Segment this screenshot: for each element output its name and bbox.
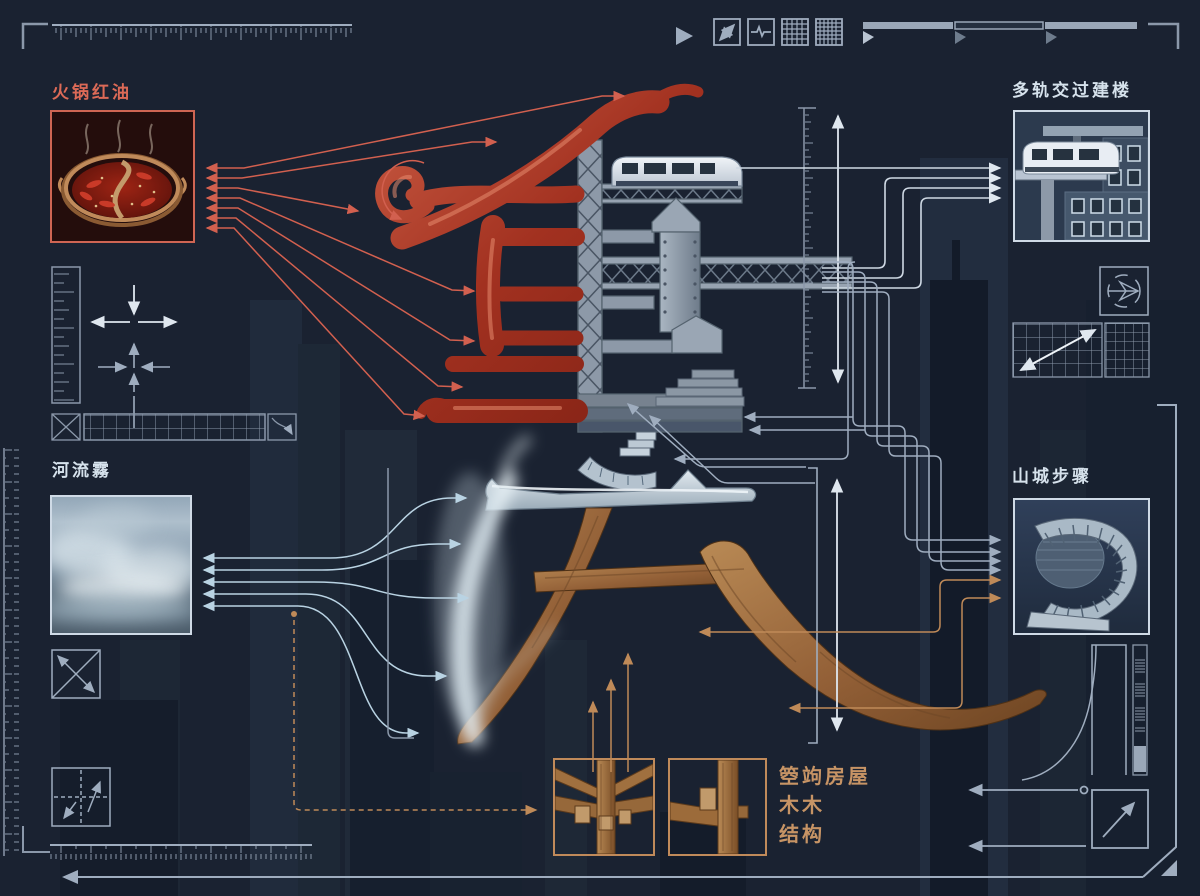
river-fog-label: 河流霧 bbox=[52, 461, 112, 481]
timeline-segment-1[interactable] bbox=[863, 22, 953, 29]
dense-grid-box-icon[interactable] bbox=[815, 18, 843, 46]
timeline-marker-1[interactable] bbox=[863, 31, 874, 44]
river-fog-image bbox=[50, 495, 192, 635]
timeline-segment-2[interactable] bbox=[954, 21, 1044, 30]
plane-compass-box bbox=[1099, 266, 1149, 316]
hotpot-label: 火锅红油 bbox=[52, 83, 132, 103]
play-icon[interactable] bbox=[676, 27, 693, 45]
corner-bracket-top-right bbox=[1148, 22, 1180, 49]
spiral-steps-illustration bbox=[1015, 500, 1148, 633]
timeline-scrubber[interactable] bbox=[863, 21, 1137, 44]
corner-triangle bbox=[1161, 860, 1177, 876]
corner-bracket-top-left bbox=[21, 22, 48, 49]
joinery-label-line1: 箜竘房屋 bbox=[779, 764, 871, 788]
joinery-image-a bbox=[553, 758, 655, 856]
signal-line-box-icon[interactable] bbox=[747, 18, 775, 46]
monorail-label: 多轨交过建楼 bbox=[1012, 81, 1132, 101]
resize-arrow-box-icon[interactable] bbox=[713, 18, 741, 46]
toolbar bbox=[676, 18, 1137, 46]
fog-connector-lines bbox=[202, 492, 470, 739]
hotpot-image bbox=[50, 110, 195, 243]
mortise-tenon-joint-b bbox=[670, 760, 749, 854]
transform-dashed-box bbox=[51, 767, 111, 827]
monorail-image bbox=[1013, 110, 1150, 242]
vertical-ruler-box bbox=[51, 266, 81, 404]
character-qing-art bbox=[434, 431, 1047, 747]
steps-connector-lines bbox=[626, 261, 1002, 576]
crosshair-arrows bbox=[90, 285, 178, 329]
mini-spiral-stairs bbox=[577, 431, 657, 491]
timeline-segment-3[interactable] bbox=[1045, 22, 1137, 29]
curve-gauge bbox=[1021, 644, 1127, 781]
joinery-image-b bbox=[668, 758, 767, 856]
steps-label: 山城步骤 bbox=[1012, 467, 1092, 487]
small-grid bbox=[1104, 322, 1150, 378]
qing-side-bracket bbox=[808, 467, 818, 744]
hatch-bar bbox=[1132, 644, 1148, 776]
top-ruler bbox=[52, 24, 352, 40]
monorail-connector-lines bbox=[736, 162, 1002, 289]
bottom-right-arrows bbox=[968, 783, 1089, 853]
monorail-illustration bbox=[1015, 112, 1148, 240]
checker-strip bbox=[51, 413, 297, 441]
grid-box-icon[interactable] bbox=[781, 18, 809, 46]
diagonal-resize-box bbox=[51, 649, 101, 699]
fog-guide-line bbox=[387, 468, 414, 739]
timeline-marker-2[interactable] bbox=[955, 31, 966, 44]
timeline-marker-3[interactable] bbox=[1046, 31, 1057, 44]
arrow-up-right-box bbox=[1091, 789, 1149, 849]
fog-stroke bbox=[434, 433, 559, 747]
river-fog-illustration bbox=[52, 497, 190, 633]
bottom-ruler bbox=[50, 844, 312, 860]
joinery-label: 箜竘房屋 木木 结构 bbox=[779, 762, 871, 849]
joinery-label-line2: 木木 bbox=[779, 793, 825, 817]
steps-image bbox=[1013, 498, 1150, 635]
left-edge-ruler bbox=[3, 448, 50, 856]
mortise-tenon-joint-a bbox=[555, 760, 653, 854]
hotpot-illustration bbox=[52, 112, 193, 241]
grid-diagonal-chart bbox=[1012, 322, 1103, 378]
converge-arrows bbox=[98, 342, 170, 428]
train-on-character bbox=[611, 156, 743, 187]
character-zhong-art bbox=[375, 83, 853, 433]
character-side-ruler bbox=[798, 107, 816, 389]
joinery-label-line3: 结构 bbox=[779, 822, 825, 846]
